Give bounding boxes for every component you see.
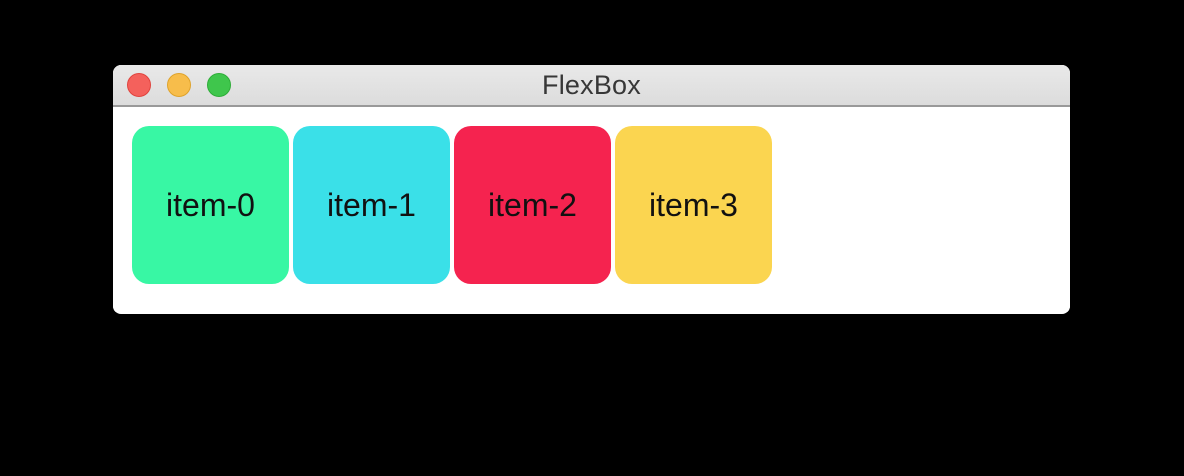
flex-item-label: item-0 xyxy=(166,186,255,223)
zoom-button[interactable] xyxy=(207,73,231,97)
window-title: FlexBox xyxy=(542,69,641,100)
flex-item-label: item-2 xyxy=(488,186,577,223)
flex-item-1: item-1 xyxy=(293,126,450,284)
app-window: FlexBox item-0 item-1 item-2 item-3 xyxy=(113,65,1070,314)
flex-item-3: item-3 xyxy=(615,126,772,284)
window-content: item-0 item-1 item-2 item-3 xyxy=(113,107,1070,312)
close-button[interactable] xyxy=(127,73,151,97)
flex-item-label: item-1 xyxy=(327,186,416,223)
flex-item-0: item-0 xyxy=(132,126,289,284)
minimize-button[interactable] xyxy=(167,73,191,97)
flex-container: item-0 item-1 item-2 item-3 xyxy=(132,126,1070,284)
titlebar[interactable]: FlexBox xyxy=(113,65,1070,107)
flex-item-label: item-3 xyxy=(649,186,738,223)
traffic-lights xyxy=(127,65,231,105)
flex-item-2: item-2 xyxy=(454,126,611,284)
